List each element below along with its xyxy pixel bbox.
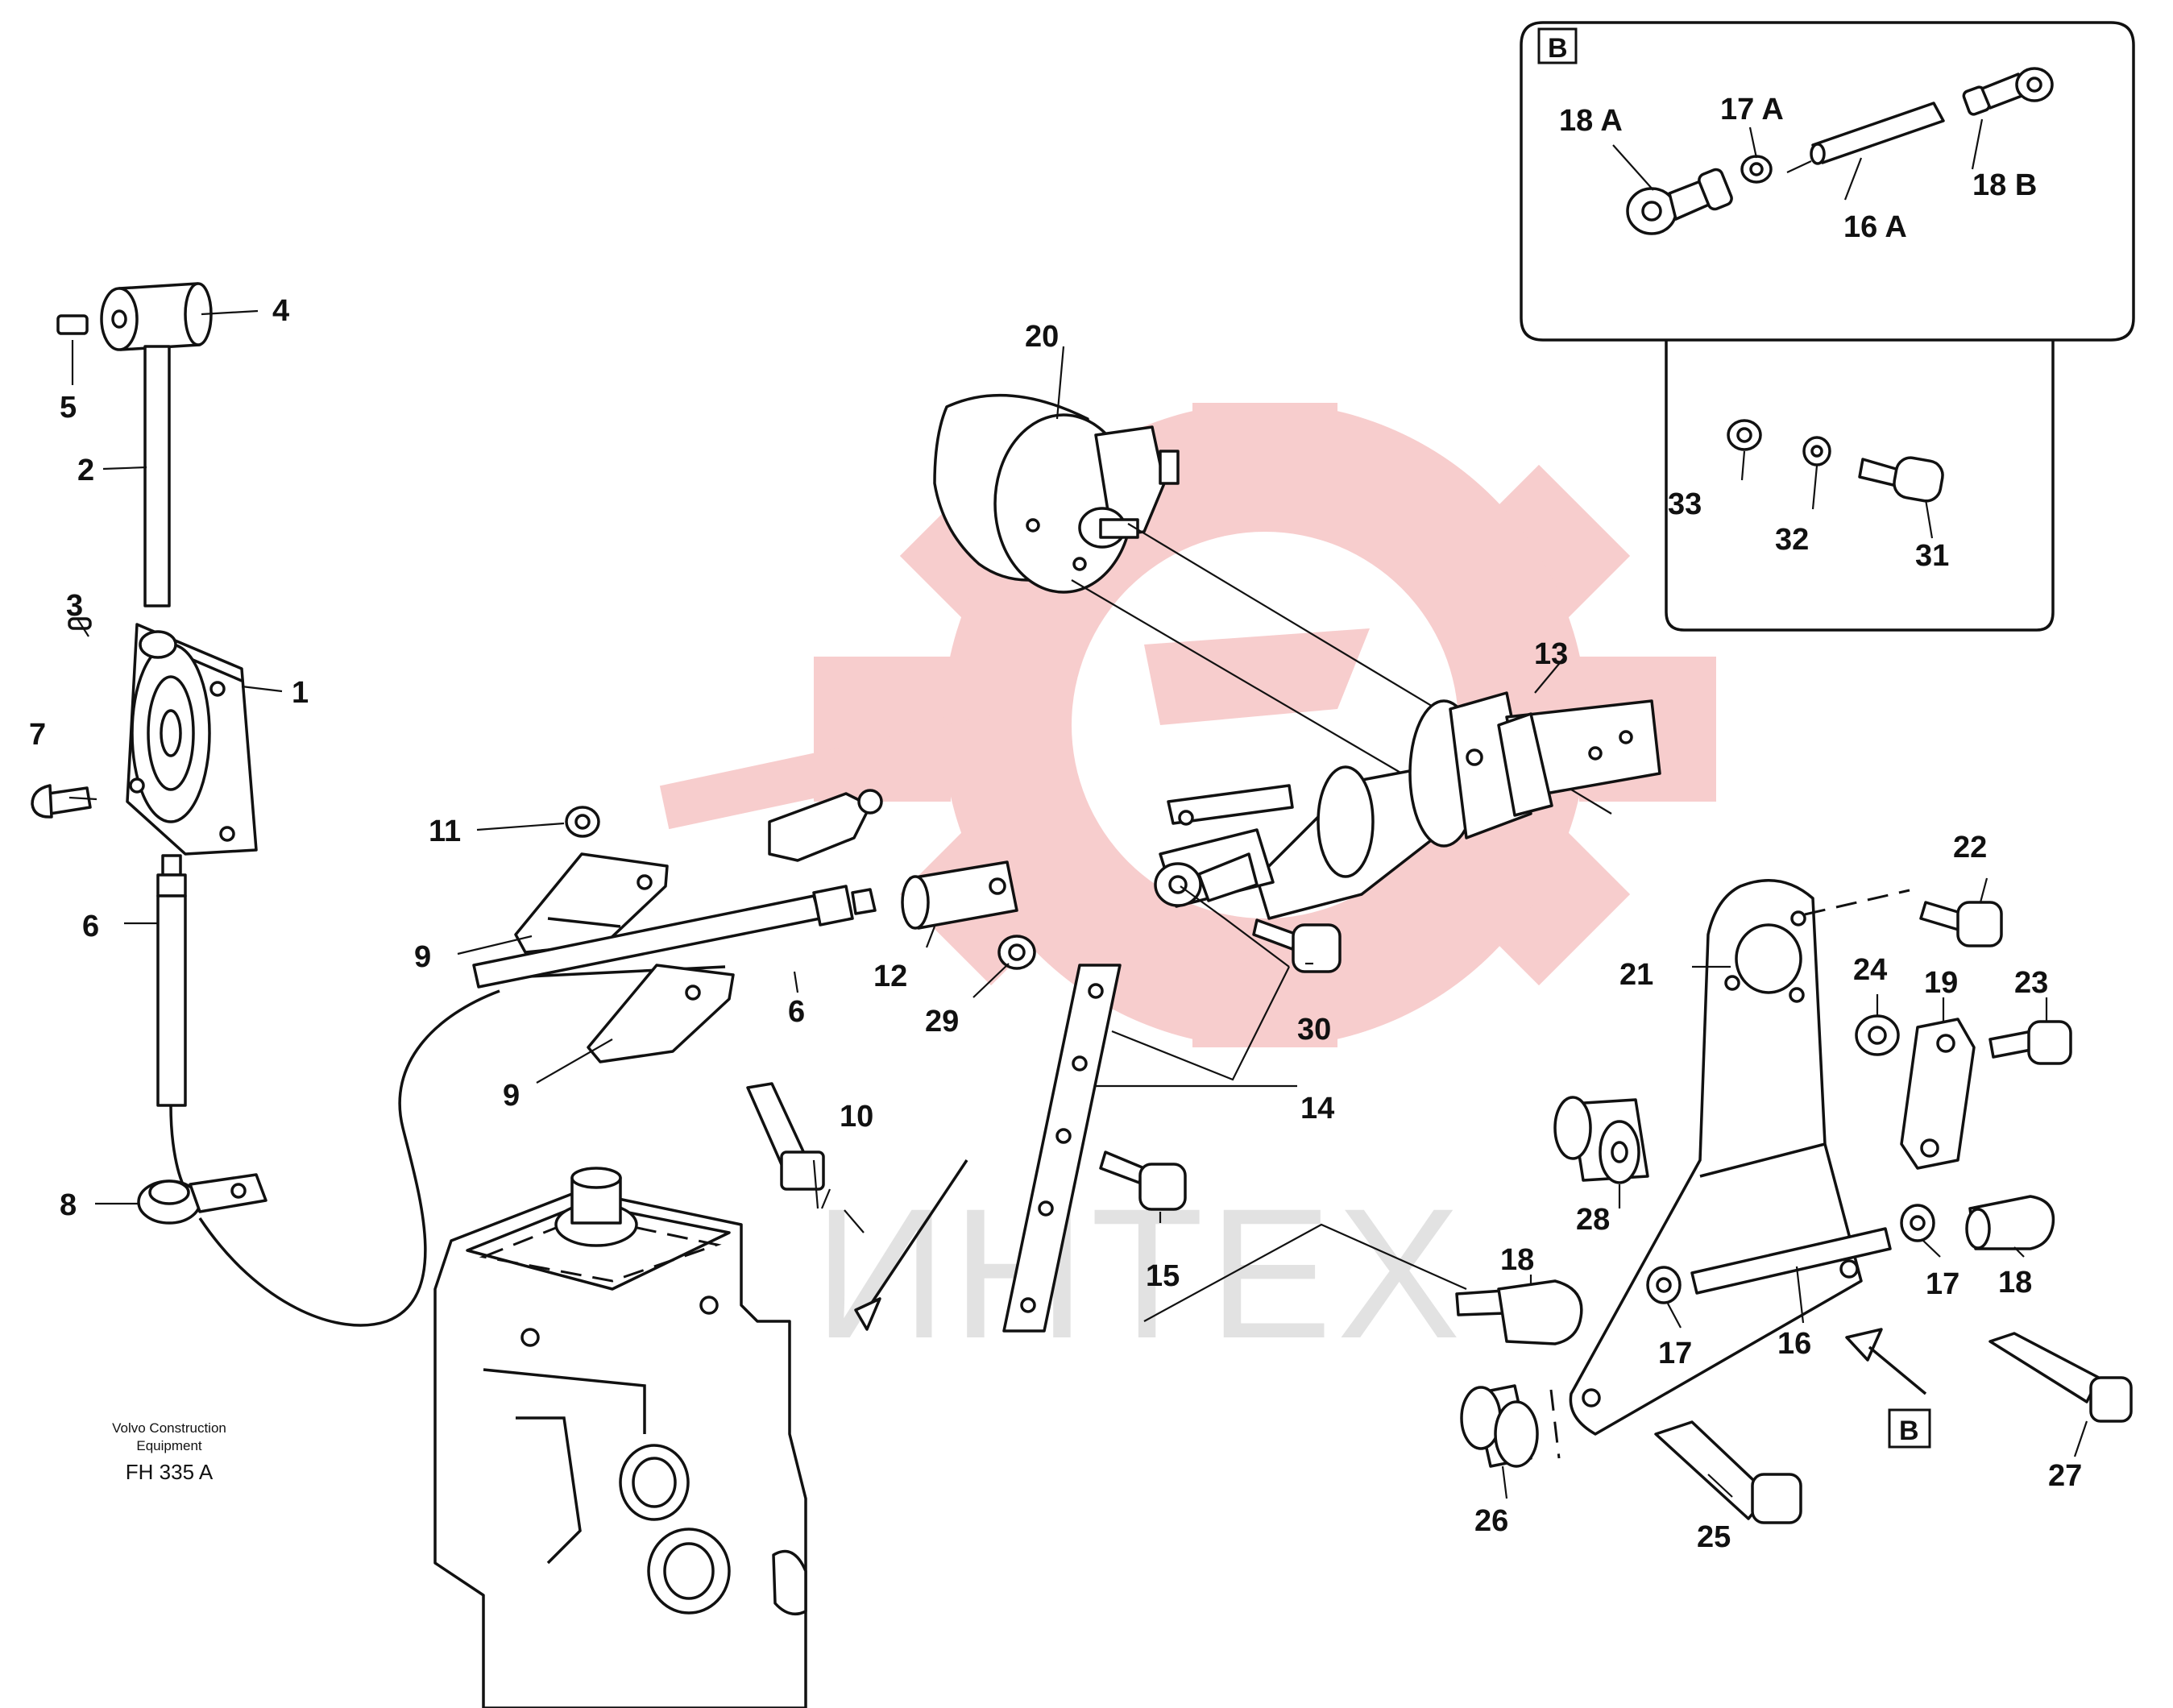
svg-text:18 B: 18 B bbox=[1972, 168, 2037, 202]
callout-22: 22 bbox=[1953, 831, 1987, 864]
callout-labels: 4 5 2 3 1 7 6 8 11 9 9 6 12 29 10 14 30 … bbox=[29, 294, 2082, 1554]
callout-18-right: 18 bbox=[1998, 1266, 2032, 1300]
view-b-marker bbox=[1888, 1408, 1931, 1449]
svg-text:32: 32 bbox=[1775, 523, 1809, 557]
cable-brackets bbox=[472, 789, 1036, 1191]
mounting-bracket: B bbox=[1455, 878, 2133, 1524]
callout-27: 27 bbox=[2048, 1459, 2082, 1493]
credit-line-2: Equipment bbox=[136, 1438, 202, 1453]
callout-6-left: 6 bbox=[82, 910, 99, 943]
callout-16: 16 bbox=[1777, 1327, 1811, 1361]
leader-lines bbox=[68, 309, 2088, 1499]
svg-text:33: 33 bbox=[1668, 487, 1702, 521]
callout-14: 14 bbox=[1300, 1092, 1334, 1126]
lever-assembly bbox=[31, 282, 726, 1327]
callout-1: 1 bbox=[292, 676, 309, 710]
inset-b-panel: B 18 A 17 A 18 B 16 bbox=[1520, 21, 2135, 632]
svg-text:18 A: 18 A bbox=[1559, 104, 1623, 138]
callout-25: 25 bbox=[1697, 1520, 1731, 1554]
callout-17-left: 17 bbox=[1658, 1337, 1692, 1370]
callout-11: 11 bbox=[429, 815, 461, 848]
svg-text:17 A: 17 A bbox=[1720, 93, 1784, 126]
link-plate bbox=[854, 918, 1342, 1333]
svg-text:16 A: 16 A bbox=[1843, 210, 1907, 244]
callout-19: 19 bbox=[1924, 966, 1958, 1000]
svg-text:B: B bbox=[1899, 1416, 1919, 1446]
callout-7: 7 bbox=[29, 718, 46, 752]
callout-10: 10 bbox=[840, 1100, 873, 1134]
inset-b-badge bbox=[1537, 27, 1578, 64]
callout-17-right: 17 bbox=[1926, 1267, 1959, 1301]
callout-9-upper: 9 bbox=[414, 940, 431, 974]
callout-24: 24 bbox=[1853, 953, 1887, 987]
callout-12: 12 bbox=[873, 960, 907, 993]
callout-23: 23 bbox=[2014, 966, 2048, 1000]
callout-20: 20 bbox=[1025, 320, 1059, 354]
callout-28: 28 bbox=[1576, 1203, 1610, 1237]
credit-line-1: Volvo Construction bbox=[112, 1420, 226, 1436]
callout-21: 21 bbox=[1619, 958, 1653, 992]
callout-15: 15 bbox=[1146, 1259, 1180, 1293]
callout-30: 30 bbox=[1297, 1013, 1331, 1047]
callout-18-left: 18 bbox=[1500, 1243, 1534, 1277]
callout-8: 8 bbox=[60, 1188, 77, 1222]
callout-2: 2 bbox=[77, 454, 94, 487]
callout-6-center: 6 bbox=[788, 995, 805, 1029]
callout-9-lower: 9 bbox=[503, 1079, 520, 1113]
figure-credit: Volvo Construction Equipment FH 335 A bbox=[112, 1420, 226, 1484]
callout-4: 4 bbox=[272, 294, 289, 328]
callout-29: 29 bbox=[925, 1005, 959, 1038]
watermark-text: ИНТЕХ bbox=[814, 1170, 1466, 1377]
svg-text:B: B bbox=[1548, 33, 1568, 64]
callout-26: 26 bbox=[1474, 1504, 1508, 1538]
solenoid-actuator bbox=[933, 393, 1661, 920]
callout-13: 13 bbox=[1534, 637, 1568, 671]
callout-3: 3 bbox=[66, 589, 83, 623]
pump-housing bbox=[433, 1167, 807, 1708]
svg-text:31: 31 bbox=[1915, 539, 1949, 573]
callout-5: 5 bbox=[60, 391, 77, 425]
figure-code: FH 335 A bbox=[126, 1460, 214, 1484]
